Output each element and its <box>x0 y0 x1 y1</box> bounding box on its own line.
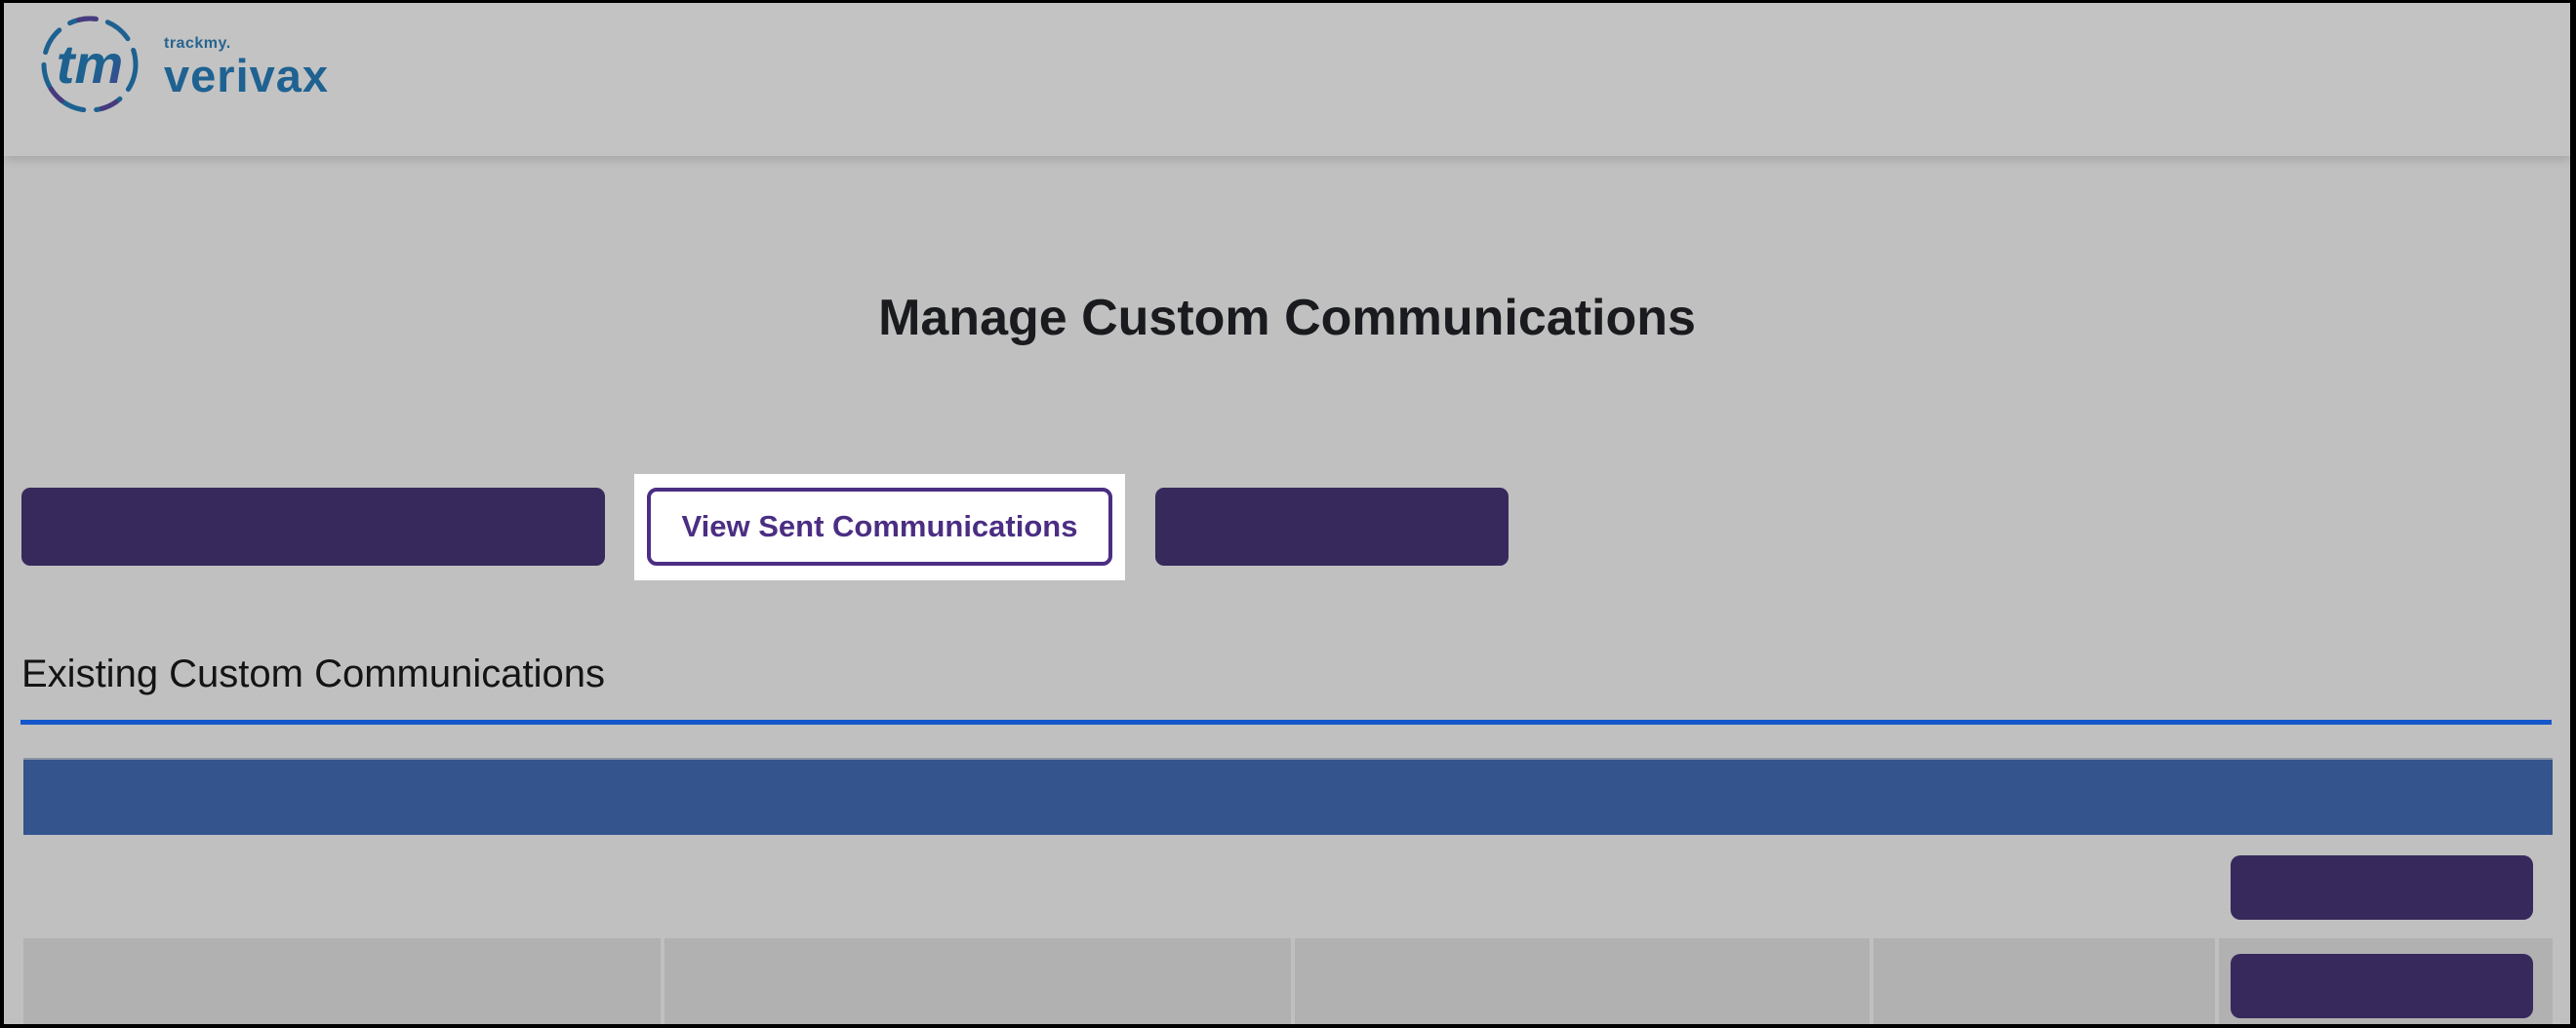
tour-spotlight: View Sent Communications <box>634 474 1125 580</box>
table-row <box>23 835 2553 938</box>
dimmed-left-button[interactable] <box>21 488 605 566</box>
dimmed-right-button[interactable] <box>1155 488 1509 566</box>
brand-wordmark-main: verivax <box>164 50 330 101</box>
brand-wordmark-top: trackmy. <box>164 35 231 52</box>
table-header-bar <box>23 758 2553 835</box>
section-heading: Existing Custom Communications <box>21 652 605 695</box>
table-row <box>23 938 2553 1024</box>
cell-divider <box>661 938 664 1024</box>
row-action-button[interactable] <box>2231 954 2533 1018</box>
app-page-dimmed-by-tour-overlay: tm trackmy. verivax Manage Custom Commun… <box>4 3 2570 1024</box>
view-sent-communications-button[interactable]: View Sent Communications <box>647 488 1112 566</box>
cell-divider <box>2215 938 2219 1024</box>
section-divider <box>20 720 2552 725</box>
cell-divider <box>1291 938 1295 1024</box>
cell-divider <box>1870 938 1873 1024</box>
page-title: Manage Custom Communications <box>878 290 1696 346</box>
brand-wordmark[interactable]: trackmy. verivax <box>164 35 329 99</box>
brand-monogram: tm <box>57 33 123 95</box>
row-action-button[interactable] <box>2231 855 2533 920</box>
top-navbar: tm trackmy. verivax <box>4 3 2570 156</box>
brand-logo-icon[interactable]: tm <box>39 14 141 115</box>
